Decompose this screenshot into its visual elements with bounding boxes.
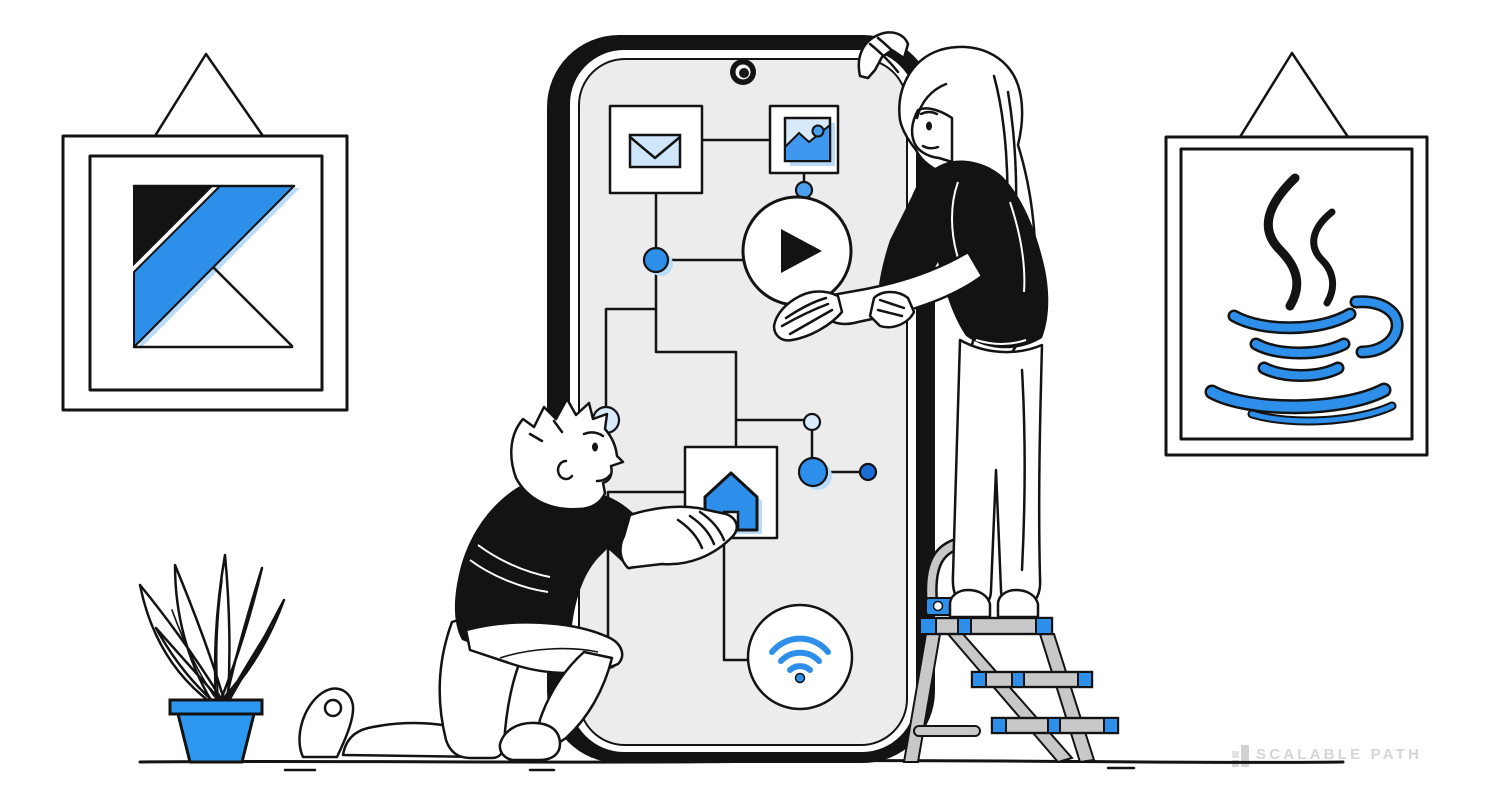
man-mouth xyxy=(595,472,613,483)
java-steam xyxy=(1263,173,1302,311)
node-blue-dark xyxy=(858,462,878,482)
plant-leaves xyxy=(138,553,286,704)
node-blue-mid xyxy=(797,456,829,488)
kotlin-logo xyxy=(132,184,300,349)
woman-legs xyxy=(951,338,1044,606)
kneeling-man xyxy=(298,397,739,762)
man-brow xyxy=(582,431,605,438)
ladder-step-2 xyxy=(970,670,1094,689)
play-button xyxy=(741,195,853,307)
wifi-icon xyxy=(769,635,831,684)
man-front-shoe xyxy=(498,721,562,762)
ladder-step-3 xyxy=(990,716,1120,735)
java-logo xyxy=(1204,173,1404,426)
picture-hanger-string xyxy=(153,52,265,138)
wifi-button xyxy=(746,603,854,711)
kotlin-picture xyxy=(61,52,349,412)
java-picture xyxy=(1164,51,1429,457)
standing-woman xyxy=(772,31,1049,619)
potted-plant xyxy=(138,553,286,764)
man-head xyxy=(510,397,625,511)
woman-shoe-right xyxy=(996,588,1040,619)
circuit-lines xyxy=(604,138,864,662)
man-eye xyxy=(592,442,598,452)
man-forearm-hand xyxy=(619,505,739,570)
java-cup xyxy=(1204,295,1404,426)
front-camera xyxy=(730,59,756,85)
picture-hanger-string xyxy=(1238,51,1350,139)
image-app-tile xyxy=(768,104,840,175)
ground-marks xyxy=(283,766,1136,772)
woman-hand-on-play xyxy=(772,290,844,342)
image-icon xyxy=(783,116,835,166)
mail-icon xyxy=(628,133,682,169)
woman-brow xyxy=(919,110,939,116)
java-steam-small xyxy=(1310,208,1337,307)
brand-name: SCALABLE PATH xyxy=(1256,745,1423,763)
mail-app-tile xyxy=(608,104,704,195)
woman-mouth xyxy=(921,144,940,150)
node-blue-large xyxy=(642,246,670,274)
man-ear xyxy=(556,459,574,481)
plant-pot xyxy=(168,698,264,764)
phone xyxy=(547,35,935,763)
kotlin-logo-outline xyxy=(132,184,296,349)
woman-face xyxy=(910,107,954,164)
woman-eye xyxy=(926,121,932,131)
woman-shoe-left xyxy=(948,588,992,619)
node-light-small xyxy=(802,412,822,432)
play-icon xyxy=(781,229,822,273)
ladder-platform xyxy=(918,616,1054,636)
ladder-low-bar xyxy=(913,725,981,737)
